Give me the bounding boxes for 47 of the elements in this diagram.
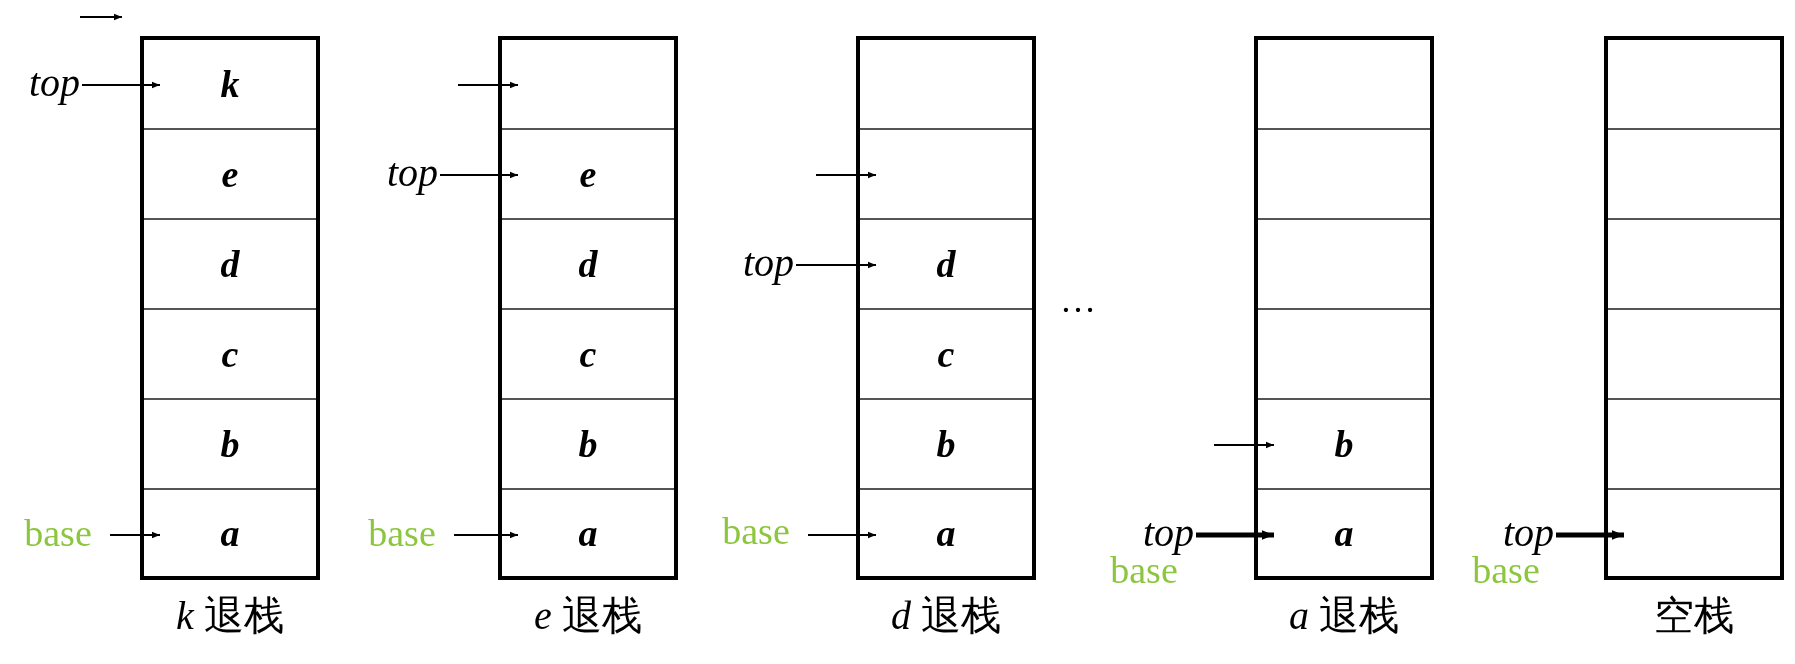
stack-box: [856, 36, 1036, 580]
stack-box: [1254, 36, 1434, 580]
cell-letter: b: [220, 425, 240, 463]
cell-letter: c: [221, 335, 239, 373]
top-pointer-label: top: [0, 58, 80, 108]
stack-box: [498, 36, 678, 580]
cell-letter: a: [220, 514, 240, 552]
stack-caption: d 退栈: [890, 596, 1002, 636]
stack-caption: k 退栈: [175, 596, 285, 636]
arrow: [1196, 530, 1274, 540]
cell-letter: a: [1334, 514, 1354, 552]
arrow: [815, 171, 877, 179]
arrow: [1556, 530, 1624, 540]
cell-letter: e: [221, 155, 239, 193]
cell-letter: k: [220, 65, 240, 103]
arrow: [81, 81, 161, 89]
cell-letter: e: [579, 155, 597, 193]
cell-letter: a: [936, 514, 956, 552]
top-pointer-label: top: [714, 238, 794, 288]
arrow: [807, 531, 877, 539]
stack-box: [140, 36, 320, 580]
base-pointer-label: base: [706, 508, 806, 554]
arrow: [439, 171, 519, 179]
top-pointer-label: top: [1118, 508, 1194, 558]
base-pointer-label: base: [8, 510, 108, 556]
arrow: [1213, 441, 1275, 449]
cell-letter: d: [578, 245, 598, 283]
arrow: [795, 261, 877, 269]
stack-box: [1604, 36, 1784, 580]
arrow: [109, 531, 161, 539]
stack-caption: e 退栈: [533, 596, 643, 636]
ellipsis-label: …: [1060, 282, 1096, 318]
stack-caption: a 退栈: [1288, 596, 1400, 636]
cell-letter: b: [1334, 425, 1354, 463]
cell-letter: c: [937, 335, 955, 373]
arrow: [453, 531, 519, 539]
cell-letter: c: [579, 335, 597, 373]
cell-letter: b: [578, 425, 598, 463]
cell-letter: d: [220, 245, 240, 283]
cell-letter: d: [936, 245, 956, 283]
stack-caption: 空栈: [1653, 596, 1735, 636]
cell-letter: b: [936, 425, 956, 463]
arrow: [457, 81, 519, 89]
top-pointer-label: top: [358, 148, 438, 198]
base-pointer-label: base: [352, 510, 452, 556]
cell-letter: a: [578, 514, 598, 552]
top-pointer-label: top: [1478, 508, 1554, 558]
